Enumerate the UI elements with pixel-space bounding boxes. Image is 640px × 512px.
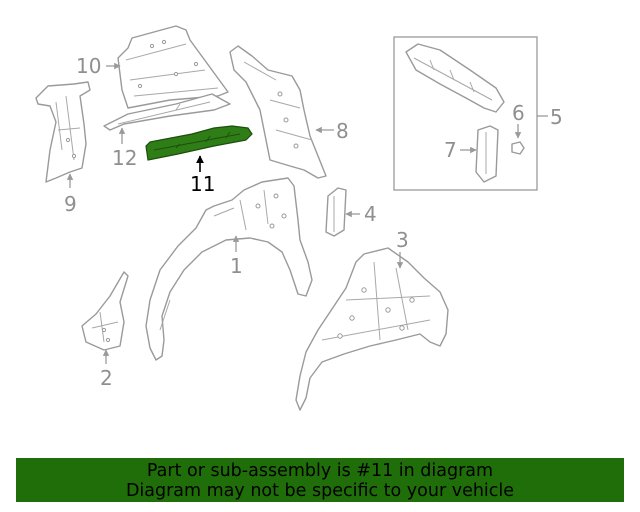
banner-line-1: Part or sub-assembly is #11 in diagram bbox=[146, 461, 494, 481]
part-10-panel bbox=[117, 25, 229, 109]
part-4-brace bbox=[325, 187, 347, 237]
banner-line-2: Diagram may not be specific to your vehi… bbox=[125, 481, 515, 501]
part-1-wheelhouse-inner bbox=[145, 177, 313, 361]
info-banner: Part or sub-assembly is #11 in diagram D… bbox=[16, 458, 624, 502]
callout-7: 7 bbox=[444, 138, 457, 162]
part-9-pillar bbox=[35, 81, 91, 183]
part-8-quarter bbox=[229, 45, 327, 179]
parts-diagram: 10 12 9 11 8 4 1 2 3 6 7 5 bbox=[35, 25, 563, 411]
callout-2: 2 bbox=[100, 366, 113, 390]
part-2-bracket bbox=[81, 271, 129, 351]
callout-10: 10 bbox=[76, 54, 101, 78]
callout-12: 12 bbox=[112, 146, 137, 170]
inset-part-6 bbox=[511, 141, 525, 155]
part-11-highlighted bbox=[145, 125, 253, 161]
callout-3: 3 bbox=[396, 228, 409, 252]
callout-4: 4 bbox=[364, 202, 377, 226]
inset-box bbox=[393, 36, 538, 191]
callout-11: 11 bbox=[190, 172, 215, 196]
callout-9: 9 bbox=[64, 192, 77, 216]
callout-6: 6 bbox=[512, 101, 525, 125]
part-3-wheelhouse-outer bbox=[295, 247, 449, 411]
callout-5: 5 bbox=[550, 105, 563, 129]
part-12-shelf bbox=[103, 93, 231, 131]
callout-1: 1 bbox=[230, 254, 243, 278]
callout-8: 8 bbox=[336, 119, 349, 143]
inset-part-7 bbox=[475, 125, 499, 183]
inset-rail bbox=[405, 43, 505, 113]
